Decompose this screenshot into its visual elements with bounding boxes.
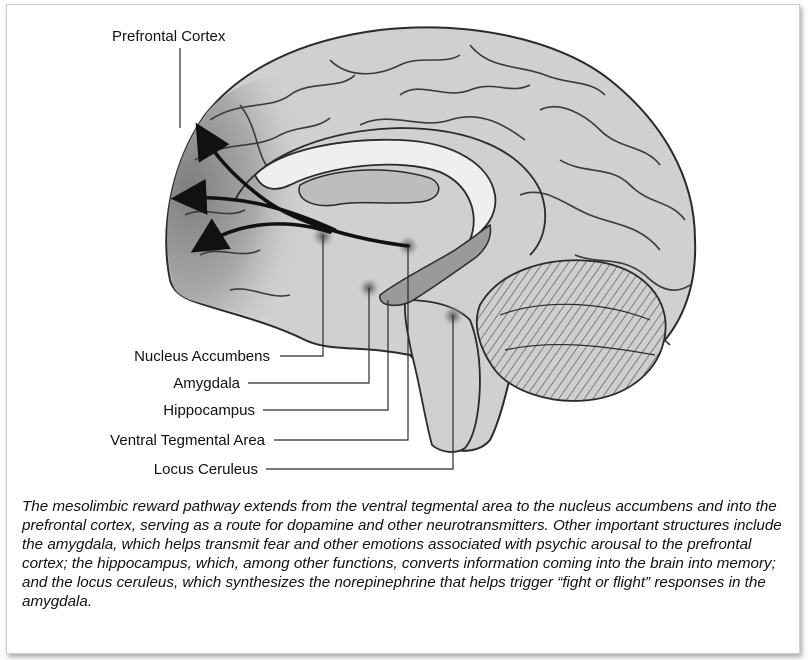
figure-caption: The mesolimbic reward pathway extends fr… <box>22 497 792 611</box>
label-amygdala: Amygdala <box>173 375 240 392</box>
label-hippocampus: Hippocampus <box>163 402 255 419</box>
brainstem <box>405 300 480 452</box>
label-prefrontal-cortex: Prefrontal Cortex <box>112 28 226 45</box>
cerebellum <box>477 260 666 401</box>
label-locus-ceruleus: Locus Ceruleus <box>154 461 258 478</box>
label-nucleus-accumbens: Nucleus Accumbens <box>134 348 270 365</box>
label-ventral-tegmental-area: Ventral Tegmental Area <box>110 432 265 449</box>
